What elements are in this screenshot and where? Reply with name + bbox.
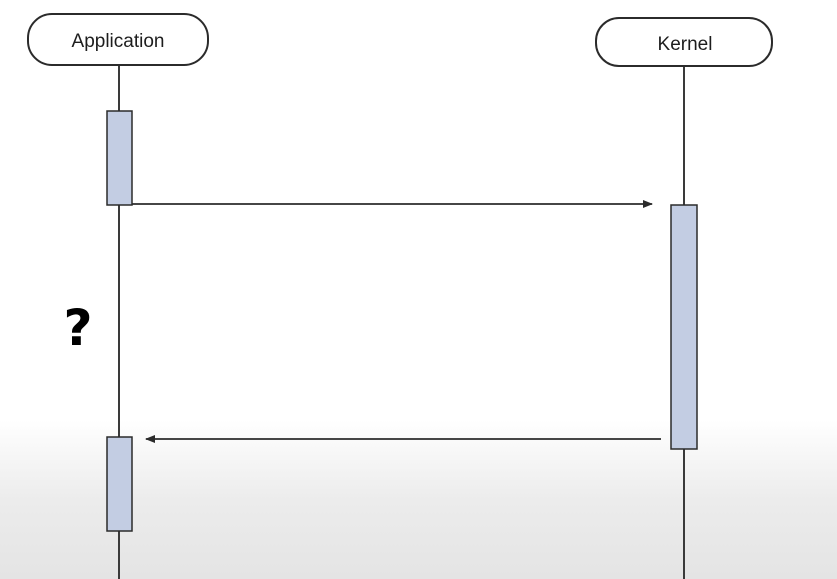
kernel-participant: Kernel bbox=[595, 17, 773, 67]
question-mark-annotation: ? bbox=[63, 299, 92, 357]
application-activation-1 bbox=[106, 110, 133, 206]
application-activation-2 bbox=[106, 436, 133, 532]
kernel-participant-box bbox=[595, 17, 773, 67]
kernel-activation bbox=[670, 204, 698, 450]
kernel-participant-label: Kernel bbox=[658, 34, 713, 55]
application-participant-box bbox=[27, 13, 209, 66]
application-participant: Application bbox=[27, 13, 209, 66]
application-participant-label: Application bbox=[72, 31, 165, 52]
